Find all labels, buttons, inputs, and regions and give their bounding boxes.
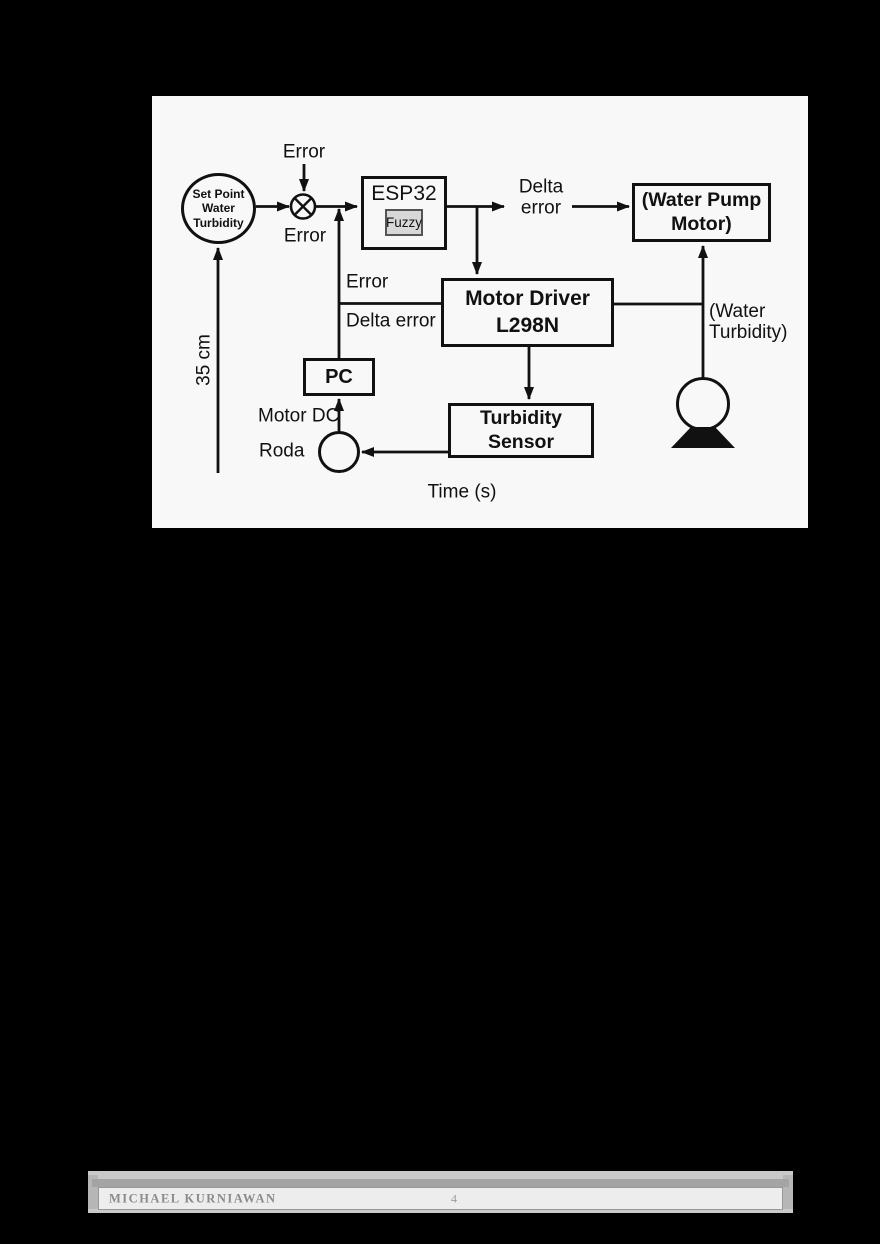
esp32-label: ESP32: [371, 182, 437, 205]
water-pump-base: [671, 427, 735, 448]
label-error-feedback: Error: [346, 271, 389, 293]
node-set-point: Set Point Water Turbidity: [181, 173, 256, 244]
label-water-turbidity: (Water Turbidity): [709, 301, 788, 343]
page-footer: MICHAEL KURNIAWAN 4: [88, 1171, 793, 1213]
footer-page-number: 4: [451, 1191, 457, 1205]
label-35cm: 35 cm: [193, 334, 215, 386]
node-pc: PC: [303, 358, 375, 396]
node-motor-driver: Motor Driver L298N: [441, 278, 614, 347]
node-esp32: ESP32 Fuzzy: [361, 176, 447, 250]
label-delta-error-feedback: Delta error: [346, 310, 436, 332]
label-motor-dc: Motor DC: [258, 405, 340, 427]
node-turbidity-sensor: Turbidity Sensor: [448, 403, 594, 458]
label-error-below-sum: Error: [283, 225, 327, 247]
footer-right-bevel: [783, 1175, 793, 1209]
footer-divider-band: [92, 1179, 789, 1187]
diagram-wires: [213, 164, 735, 473]
label-time-axis: Time (s): [427, 481, 497, 503]
footer-author: MICHAEL KURNIAWAN: [109, 1191, 277, 1205]
block-diagram-figure: Set Point Water Turbidity ESP32 Fuzzy (W…: [152, 96, 808, 528]
label-error-top: Error: [282, 141, 326, 163]
node-water-pump-motor: (Water Pump Motor): [632, 183, 771, 242]
label-delta-error-out: Delta error: [518, 176, 564, 218]
footer-left-bevel: [88, 1175, 98, 1209]
footer-panel: MICHAEL KURNIAWAN 4: [98, 1187, 783, 1210]
water-pump-symbol: [676, 377, 730, 431]
node-fuzzy: Fuzzy: [385, 209, 423, 236]
roda-wheel: [318, 431, 360, 473]
label-roda: Roda: [259, 440, 305, 462]
summing-junction-x2: [294, 197, 312, 216]
